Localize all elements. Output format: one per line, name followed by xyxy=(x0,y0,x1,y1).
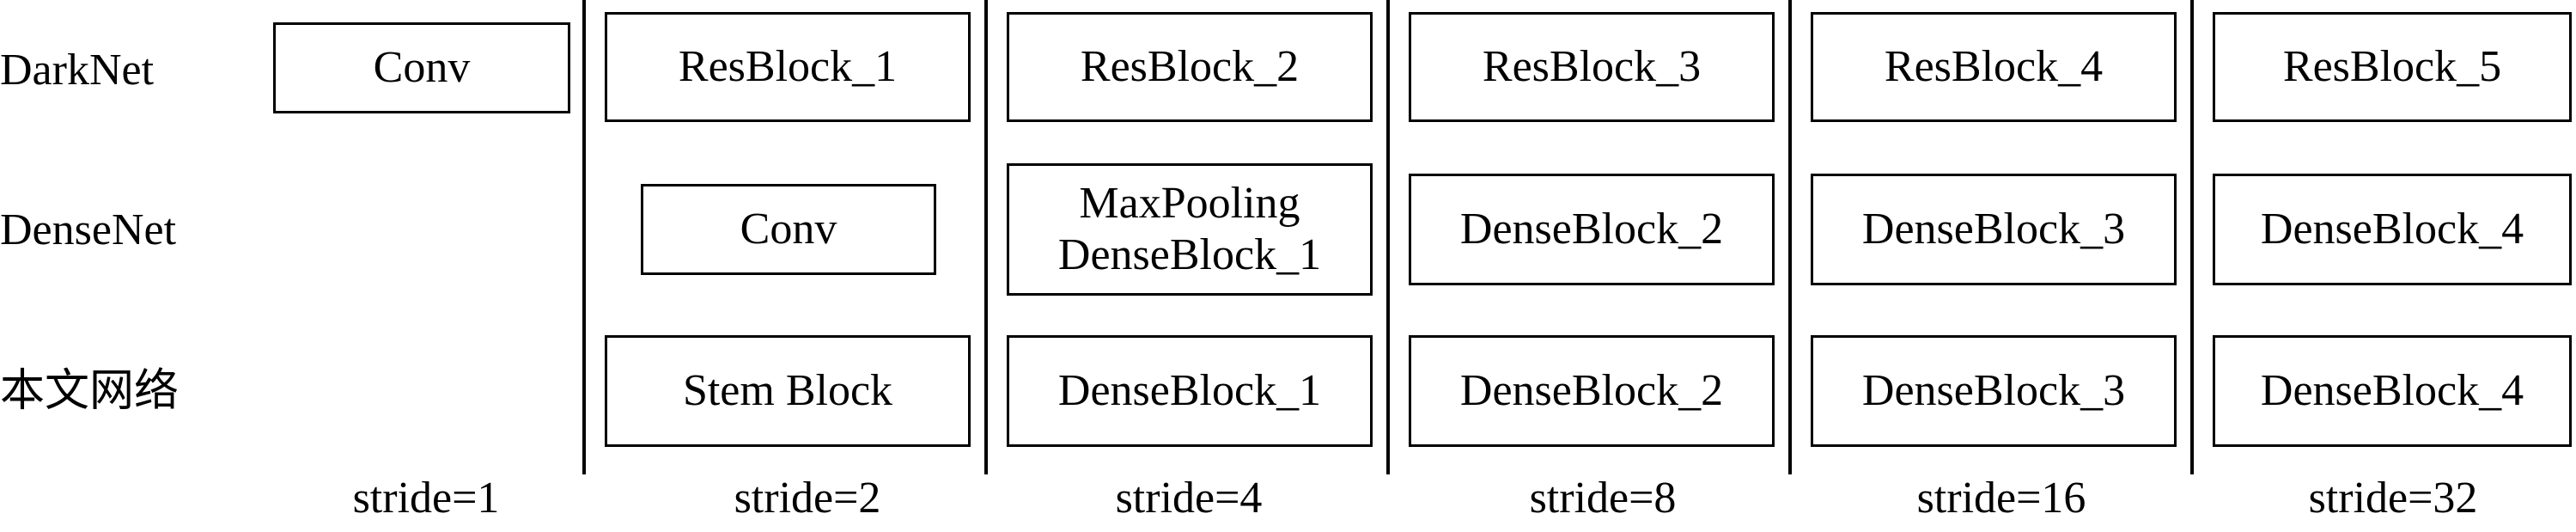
darknet-block: ResBlock_2 xyxy=(1007,12,1373,122)
column-divider xyxy=(1386,0,1390,474)
stride-label: stride=32 xyxy=(2308,474,2478,523)
darknet-block: ResBlock_4 xyxy=(1811,12,2177,122)
densenet-block: Conv xyxy=(641,184,936,275)
densenet-block: DenseBlock_2 xyxy=(1409,174,1775,285)
stride-label: stride=1 xyxy=(352,474,500,523)
stride-label: stride=2 xyxy=(734,474,881,523)
column-divider xyxy=(582,0,586,474)
row-label-darknet: DarkNet xyxy=(0,46,155,95)
darknet-block: ResBlock_3 xyxy=(1409,12,1775,122)
darknet-block: Conv xyxy=(273,22,570,113)
darknet-block: ResBlock_5 xyxy=(2213,12,2572,122)
ours-block: DenseBlock_3 xyxy=(1811,335,2177,447)
ours-block: Stem Block xyxy=(605,335,971,447)
column-divider xyxy=(2190,0,2194,474)
column-divider xyxy=(984,0,988,474)
stride-label: stride=16 xyxy=(1916,474,2086,523)
column-divider xyxy=(1788,0,1792,474)
densenet-block: DenseBlock_3 xyxy=(1811,174,2177,285)
darknet-block: ResBlock_1 xyxy=(605,12,971,122)
row-label-densenet: DenseNet xyxy=(0,205,177,254)
stride-label: stride=4 xyxy=(1115,474,1263,523)
stride-label: stride=8 xyxy=(1529,474,1677,523)
ours-block: DenseBlock_1 xyxy=(1007,335,1373,447)
ours-block: DenseBlock_2 xyxy=(1409,335,1775,447)
densenet-block: MaxPooling DenseBlock_1 xyxy=(1007,163,1373,296)
row-label-ours: 本文网络 xyxy=(0,367,180,416)
ours-block: DenseBlock_4 xyxy=(2213,335,2572,447)
densenet-block: DenseBlock_4 xyxy=(2213,174,2572,285)
